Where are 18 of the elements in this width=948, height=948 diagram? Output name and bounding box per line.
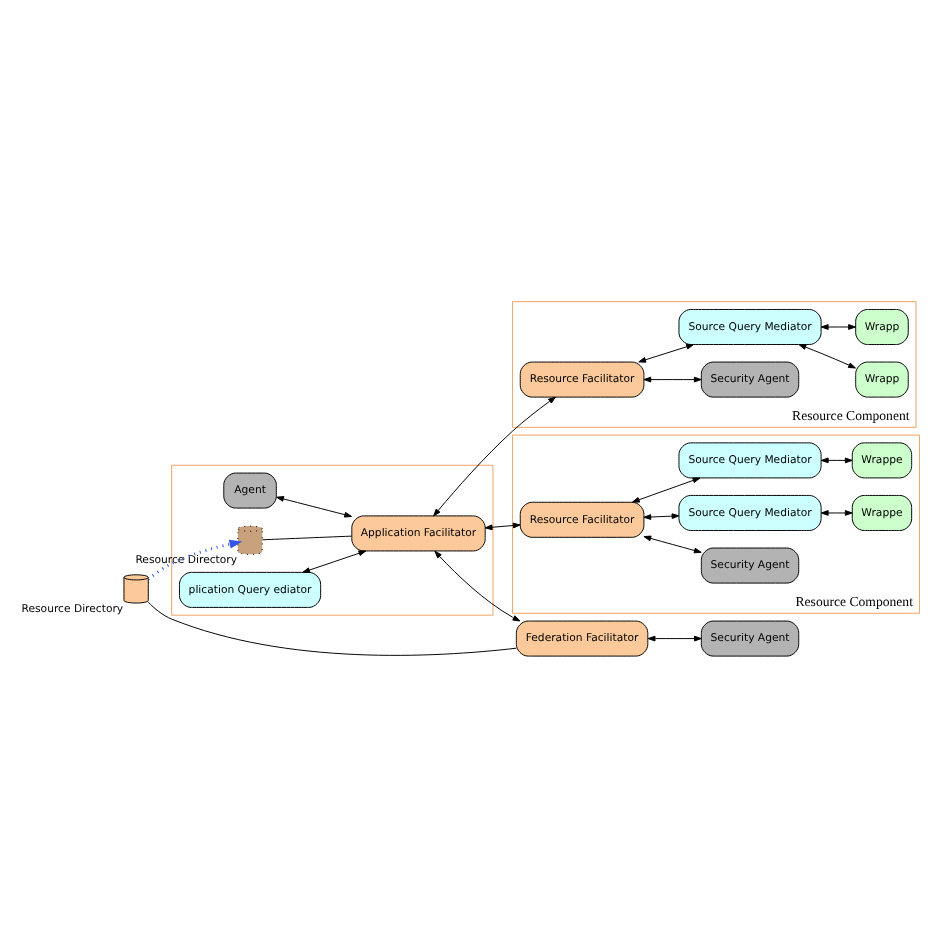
arrow bbox=[276, 495, 353, 517]
connector bbox=[147, 600, 517, 655]
arrow bbox=[434, 549, 521, 621]
arrow bbox=[820, 456, 853, 463]
arrow bbox=[638, 342, 694, 362]
arrow bbox=[631, 476, 701, 502]
arrow bbox=[433, 395, 556, 516]
arrow bbox=[647, 634, 702, 641]
arrow bbox=[820, 509, 853, 515]
arrow bbox=[798, 343, 856, 368]
arrow bbox=[484, 521, 521, 530]
arrow bbox=[147, 538, 243, 580]
connector bbox=[262, 534, 353, 540]
arrow bbox=[643, 375, 702, 382]
arrow bbox=[643, 534, 702, 553]
arrow bbox=[820, 323, 856, 329]
arrow bbox=[643, 512, 680, 519]
arrow bbox=[302, 549, 367, 572]
